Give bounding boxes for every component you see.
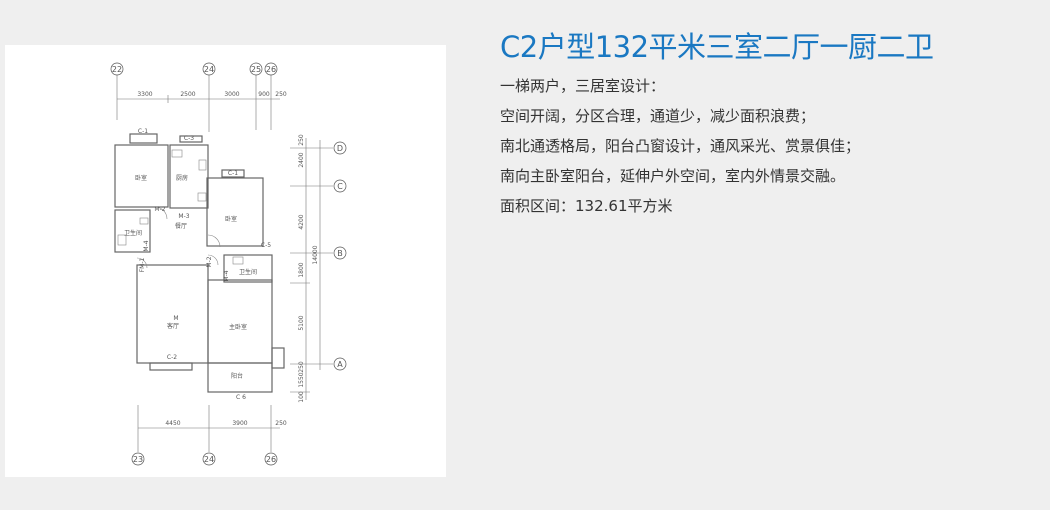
dimension: 14000 (312, 245, 319, 264)
dimension: 4200 (298, 214, 305, 229)
window-tag: C-2 (167, 354, 177, 361)
door-tag: M-3 (178, 213, 189, 220)
dimension: 100 (298, 391, 305, 403)
window-tag: C 6 (236, 394, 246, 401)
axis-label: 25 (251, 65, 261, 74)
axis-label: 23 (133, 455, 143, 464)
unit-info: C2户型132平米三室二厅一厨二卫 一梯两户，三居室设计： 空间开阔，分区合理，… (500, 27, 1040, 221)
description-line: 一梯两户，三居室设计： (500, 77, 666, 95)
axis-label: 26 (266, 455, 276, 464)
dimension: 2500 (180, 91, 195, 98)
dimension: 4450 (165, 420, 180, 427)
dimension: 250 (275, 420, 287, 427)
axis-label: A (337, 360, 343, 369)
axis-label: D (337, 144, 343, 153)
window-tag: C-1 (228, 170, 238, 177)
dimension: 3000 (224, 91, 239, 98)
room-label: 客厅 (167, 322, 179, 330)
door-tag: M-2 (206, 256, 213, 267)
dimension: 3300 (137, 91, 152, 98)
door-tag: M-4 (223, 270, 230, 281)
axis-label: C (337, 182, 343, 191)
window-tag: C-1 (138, 128, 148, 135)
room-label: 卫生间 (124, 229, 142, 237)
axis-label: 24 (204, 65, 214, 74)
axis-label: 22 (112, 65, 122, 74)
room-label: 卫生间 (239, 268, 257, 276)
floor-plan-drawing: 22 24 25 26 23 24 26 D C B A 3300 2500 3… (110, 62, 347, 466)
window-tag: C-3 (184, 135, 194, 142)
room-label: 卧室 (225, 215, 237, 223)
dimension: 900 (258, 91, 270, 98)
axis-label: 24 (204, 455, 214, 464)
dimension: 250 (298, 361, 305, 373)
dimension: 250 (275, 91, 287, 98)
dimension: 1550 (298, 372, 305, 387)
room-label: 厨房 (176, 174, 188, 182)
dimension: 3900 (232, 420, 247, 427)
door-tag: M-2 (154, 206, 165, 213)
door-tag: M (173, 315, 178, 322)
door-tag: FM-1 (139, 258, 146, 273)
dimension: 2400 (298, 152, 305, 167)
room-label: 卧室 (135, 174, 147, 182)
room-label: 餐厅 (175, 222, 187, 230)
window-tag: C-5 (261, 242, 271, 249)
door-tag: M-4 (143, 240, 150, 251)
description-line: 空间开阔，分区合理，通道少，减少面积浪费； (500, 107, 816, 125)
dimension: 1800 (298, 262, 305, 277)
room-label: 阳台 (231, 372, 243, 380)
dimension: 250 (298, 134, 305, 146)
unit-title: C2户型132平米三室二厅一厨二卫 (500, 30, 934, 64)
dimension: 5100 (298, 315, 305, 330)
room-label: 主卧室 (229, 323, 247, 331)
description-line: 南向主卧室阳台，延伸户外空间，室内外情景交融。 (500, 167, 846, 185)
floor-plan-panel: 22 24 25 26 23 24 26 D C B A 3300 2500 3… (5, 45, 446, 477)
area-range: 面积区间：132.61平方米 (500, 197, 673, 215)
axis-label: 26 (266, 65, 276, 74)
axis-label: B (337, 249, 343, 258)
description-line: 南北通透格局，阳台凸窗设计，通风采光、赏景俱佳； (500, 137, 861, 155)
